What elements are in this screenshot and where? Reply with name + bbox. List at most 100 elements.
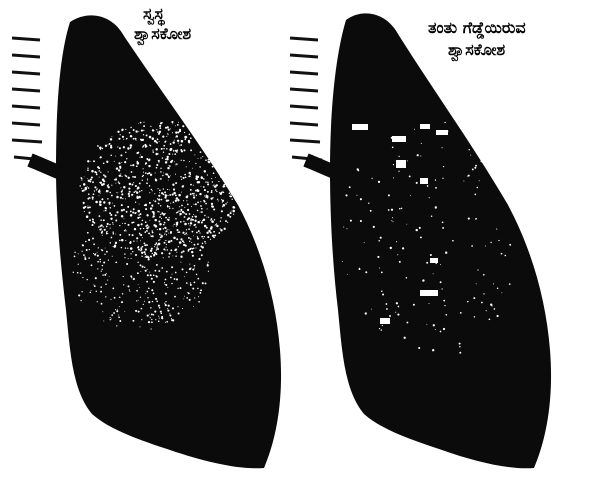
alveolus-dot xyxy=(164,282,165,283)
alveolus-dot xyxy=(119,297,120,298)
alveolus-dot xyxy=(167,195,168,196)
alveolus-dot xyxy=(477,187,479,189)
alveolus-dot xyxy=(186,195,188,197)
alveolus-dot xyxy=(419,227,421,229)
alveolus-dot xyxy=(198,258,200,260)
alveolus-dot xyxy=(221,199,222,200)
alveolus-dot xyxy=(161,148,163,150)
alveolus-dot xyxy=(137,272,139,274)
alveolus-dot xyxy=(151,313,153,315)
fibrotic-lung-icon xyxy=(330,13,551,468)
alveolus-dot xyxy=(147,315,149,317)
alveolus-dot xyxy=(147,297,148,298)
alveolus-dot xyxy=(150,174,152,176)
alveolus-dot xyxy=(111,195,113,197)
alveolus-dot xyxy=(110,146,112,148)
alveolus-dot xyxy=(371,309,372,310)
alveolus-dot xyxy=(118,181,119,182)
alveolus-dot xyxy=(392,217,393,218)
alveolus-dot xyxy=(226,185,228,187)
alveolus-dot xyxy=(184,149,185,150)
alveolus-dot xyxy=(149,202,151,204)
alveolus-dot xyxy=(135,191,137,193)
alveolus-dot xyxy=(134,138,136,140)
alveolus-dot xyxy=(101,249,102,250)
alveolus-dot xyxy=(158,243,161,246)
alveolus-dot xyxy=(87,207,89,209)
alveolus-dot xyxy=(146,135,148,137)
alveolus-dot xyxy=(187,234,188,235)
alveolus-dot xyxy=(169,206,170,207)
alveolus-dot xyxy=(218,145,219,146)
alveolus-dot xyxy=(402,247,404,249)
alveolus-dot xyxy=(237,179,238,180)
alveolus-dot xyxy=(389,315,391,317)
alveolus-dot xyxy=(87,168,88,169)
alveolus-dot xyxy=(155,148,157,150)
alveolus-dot xyxy=(170,175,171,176)
alveolus-dot xyxy=(474,316,475,317)
alveolus-dot xyxy=(166,200,168,202)
alveolus-dot xyxy=(123,186,125,188)
alveolus-dot xyxy=(191,251,193,253)
alveolus-dot xyxy=(441,288,442,289)
alveolus-dot xyxy=(429,197,430,198)
alveolus-dot xyxy=(82,244,83,245)
alveolus-dot xyxy=(128,195,130,197)
alveolus-dot xyxy=(152,129,154,131)
alveolus-dot xyxy=(172,256,173,257)
alveolus-dot xyxy=(137,224,139,226)
alveolus-dot xyxy=(190,238,192,240)
alveolus-dot xyxy=(114,245,116,247)
alveolus-dot xyxy=(130,147,132,149)
alveolus-dot xyxy=(153,213,155,215)
alveolus-dot xyxy=(110,299,111,300)
alveolus-dot xyxy=(185,232,187,234)
alveolus-dot xyxy=(102,235,103,236)
alveolus-dot xyxy=(160,205,161,206)
alveolus-dot xyxy=(180,262,181,263)
alveolus-dot xyxy=(216,191,217,192)
alveolus-dot xyxy=(174,161,175,162)
alveolus-dot xyxy=(190,282,191,283)
alveolus-dot xyxy=(141,308,143,310)
alveolus-dot xyxy=(442,131,443,132)
alveolus-dot xyxy=(152,253,153,254)
alveolus-dot xyxy=(155,275,156,276)
alveolus-dot xyxy=(213,231,215,233)
alveolus-dot xyxy=(483,274,485,276)
alveolus-dot xyxy=(459,352,461,354)
alveolus-dot xyxy=(167,206,169,208)
alveolus-dot xyxy=(445,314,447,316)
alveolus-dot xyxy=(470,155,471,156)
alveolus-dot xyxy=(143,172,144,173)
alveolus-dot xyxy=(149,314,150,315)
alveolus-dot xyxy=(124,218,125,219)
alveolus-dot xyxy=(211,218,213,220)
alveolus-dot xyxy=(214,156,216,158)
alveolus-dot xyxy=(161,267,163,269)
alveolus-dot xyxy=(140,154,141,155)
alveolus-dot xyxy=(131,277,132,278)
alveolus-dot xyxy=(89,249,90,250)
alveolus-dot xyxy=(139,233,141,235)
alveolus-dot xyxy=(119,306,120,307)
alveolus-dot xyxy=(93,284,94,285)
alveolus-dot xyxy=(229,172,230,173)
alveolus-dot xyxy=(176,252,177,253)
alveolus-dot xyxy=(150,256,152,258)
alveolus-dot xyxy=(177,124,179,126)
alveolus-dot xyxy=(167,167,169,169)
alveolus-dot xyxy=(106,251,108,253)
alveolus-dot xyxy=(105,145,107,147)
alveolus-dot xyxy=(205,243,206,244)
alveolus-dot xyxy=(100,157,101,158)
alveolus-dot xyxy=(460,312,462,314)
alveolus-dot xyxy=(176,149,178,151)
alveolus-dot xyxy=(380,237,382,239)
alveolus-dot xyxy=(232,210,235,213)
alveolus-dot xyxy=(208,161,210,163)
alveolus-dot xyxy=(102,265,103,266)
alveolus-dot xyxy=(136,237,138,239)
alveolus-dot xyxy=(180,238,182,240)
